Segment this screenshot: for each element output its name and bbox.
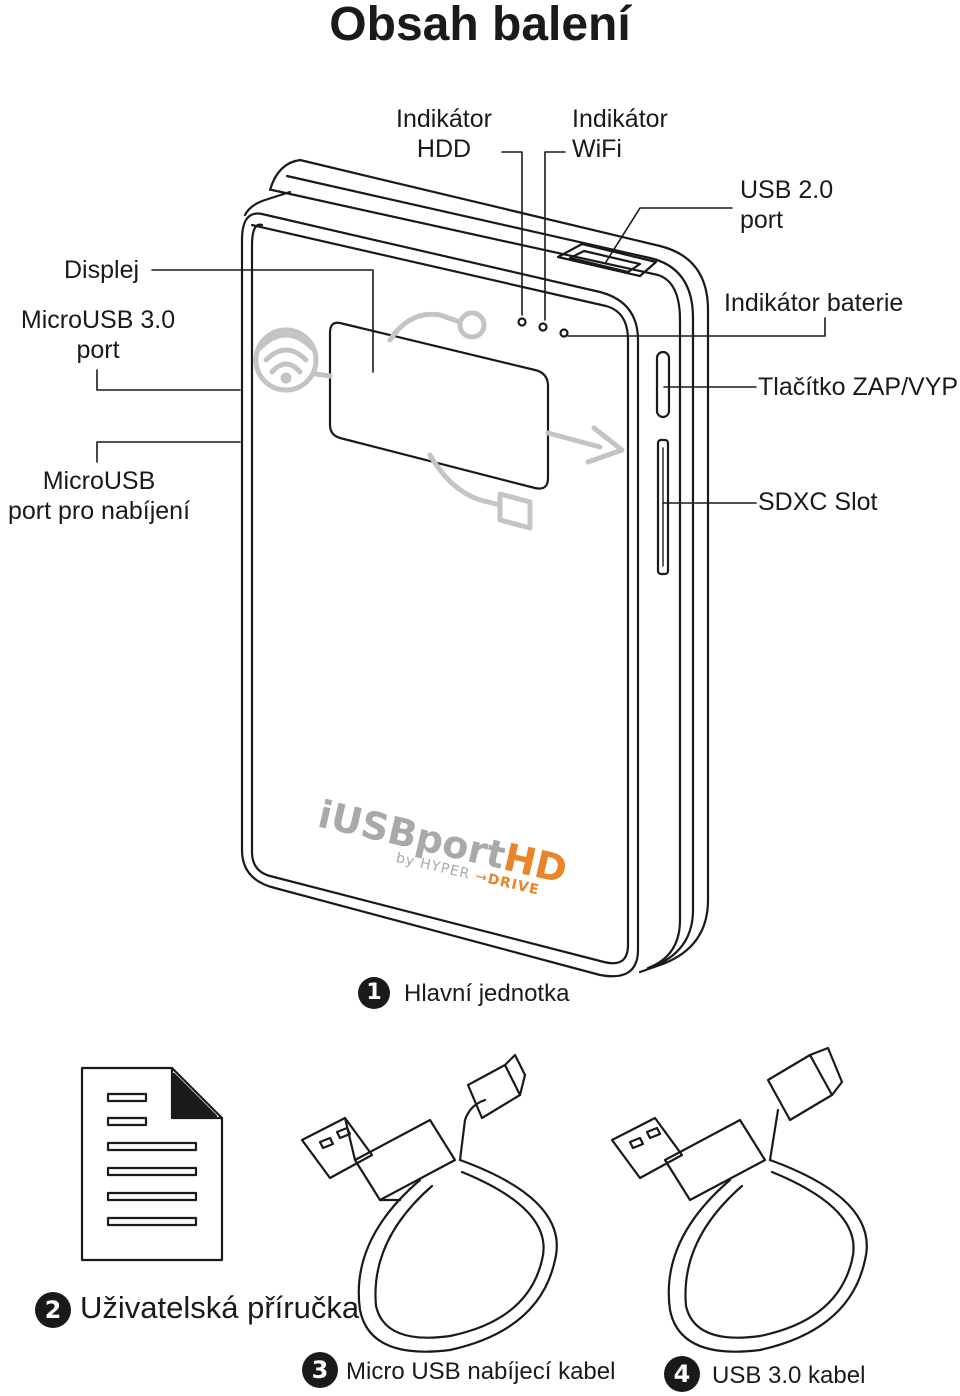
micro-usb-cable: [300, 1053, 558, 1353]
label-usb2-port: USB 2.0 port: [740, 176, 834, 234]
item-number-badge: 1: [358, 977, 390, 1009]
label-power-button: Tlačítko ZAP/VYP: [758, 373, 959, 401]
label-battery-indicator: Indikátor baterie: [724, 289, 904, 317]
manual-document-icon: [80, 1066, 224, 1262]
label-wifi-indicator: Indikátor WiFi: [572, 105, 668, 163]
usb3-cable: [610, 1046, 868, 1353]
item-number-badge: 3: [302, 1352, 338, 1388]
usb-watermark: [253, 310, 625, 531]
item-number-badge: 2: [35, 1292, 71, 1328]
item-number-badge: 4: [664, 1356, 700, 1392]
label-hdd-indicator: Indikátor HDD: [396, 105, 492, 163]
label-charging-port: MicroUSB port pro nabíjení: [7, 467, 191, 525]
item-label-micro-usb-cable: Micro USB nabíjecí kabel: [346, 1358, 616, 1385]
label-display: Displej: [64, 256, 140, 284]
leader-lines: [96, 151, 826, 504]
device-body: [240, 158, 710, 978]
item-label-usb3-cable: USB 3.0 kabel: [712, 1362, 866, 1389]
label-microusb3-port: MicroUSB 3.0 port: [20, 306, 176, 364]
page-title: Obsah balení: [329, 0, 631, 51]
label-sdxc-slot: SDXC Slot: [758, 488, 878, 516]
item-label-main-unit: Hlavní jednotka: [404, 980, 570, 1007]
item-label-user-manual: Uživatelská příručka: [80, 1290, 360, 1325]
